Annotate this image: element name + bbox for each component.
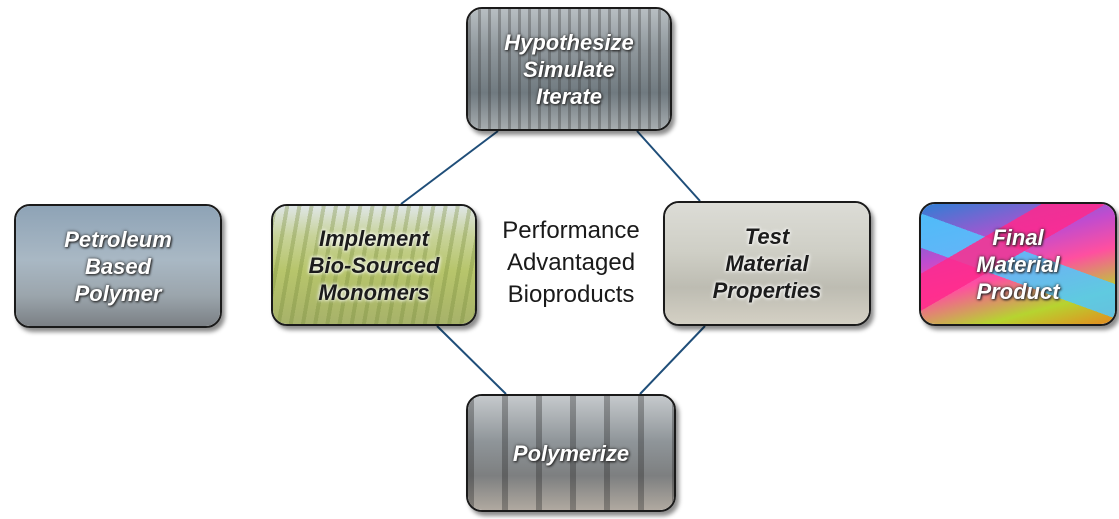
laboratory-image (665, 203, 869, 324)
connector-top-right (636, 130, 701, 202)
polymerize-label: Polymerize (512, 440, 630, 466)
center-title: Performance Advantaged Bioproducts (502, 217, 640, 308)
hypothesize-label: Hypothesize Simulate Iterate (504, 29, 634, 109)
test-node: Test Material Properties (663, 201, 871, 326)
petroleum-label: Petroleum Based Polymer (64, 226, 172, 306)
connector-top-left (400, 130, 499, 205)
server-room-image (468, 9, 670, 129)
test-label: Test Material Properties (712, 224, 822, 303)
final-product-label: Final Material Product (976, 224, 1060, 304)
polymerize-node: Polymerize (466, 394, 676, 512)
connector-right-bottom (639, 325, 706, 395)
implement-node: Implement Bio-Sourced Monomers (271, 204, 477, 326)
implement-label: Implement Bio-Sourced Monomers (308, 225, 440, 305)
reactor-array-image (468, 396, 674, 510)
refinery-image (16, 206, 220, 326)
petroleum-node: Petroleum Based Polymer (14, 204, 222, 328)
cornfield-image (273, 206, 475, 324)
hypothesize-node: Hypothesize Simulate Iterate (466, 7, 672, 131)
colorful-fibers-image (921, 204, 1115, 324)
final-product-node: Final Material Product (919, 202, 1117, 326)
connector-left-bottom (436, 325, 507, 395)
